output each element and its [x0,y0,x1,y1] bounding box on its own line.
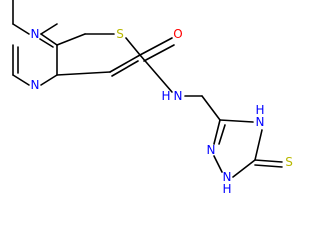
molecule-structure-diagram: N N S O N H N H N N H S [12,0,293,196]
bond-n2-c4 [40,74,58,86]
atom-n-pyrimidine-2: N [31,78,40,92]
bond-c5-s [254,159,283,163]
atom-o-carbonyl: O [173,27,182,41]
bond-c3-n4 [219,119,254,123]
bond-c7a-n1 [40,33,58,46]
bond-c6-c5t [109,54,141,73]
bond-c6-o [139,37,173,56]
atom-labels: N N S O N H N H N N H S [31,27,293,196]
bond-n2-n1 [213,155,223,173]
bond-c5-s-inner [254,164,283,168]
atom-n-triazole-2: N [207,143,216,157]
bond-c6-o-inner [143,44,175,62]
bond-c7a-s [56,33,86,46]
bond-lines [12,0,283,178]
atom-n-triazole-1: N [223,170,232,184]
bond-c7a-n1-inner [39,38,54,48]
bond-ch2-c3 [201,95,221,121]
atom-n-pyrimidine-1: N [31,27,40,41]
bond-c5t-c4a [56,71,111,76]
bond-c5-n4 [254,129,263,161]
bond-n1-c2 [40,23,58,35]
bond-c-n-amide [139,54,173,93]
bond-n1-c6 [12,23,30,35]
bond-c3-n2-inner [218,124,226,145]
atom-n-amide: N [174,89,183,103]
atom-h-triazole-1: H [222,182,231,196]
bond-c6-c5t-inner [111,60,139,77]
atom-s-thione: S [285,155,293,169]
atom-h-amide: H [161,89,170,103]
atom-s-thiophene: S [116,27,124,41]
bond-c5-n2 [12,74,30,86]
bond-c3-n2 [213,119,221,145]
bond-n1-c5 [232,159,256,178]
bond-s-c6 [125,37,141,56]
atom-h-triazole-4: H [255,103,264,117]
atom-n-triazole-4: N [256,115,265,129]
